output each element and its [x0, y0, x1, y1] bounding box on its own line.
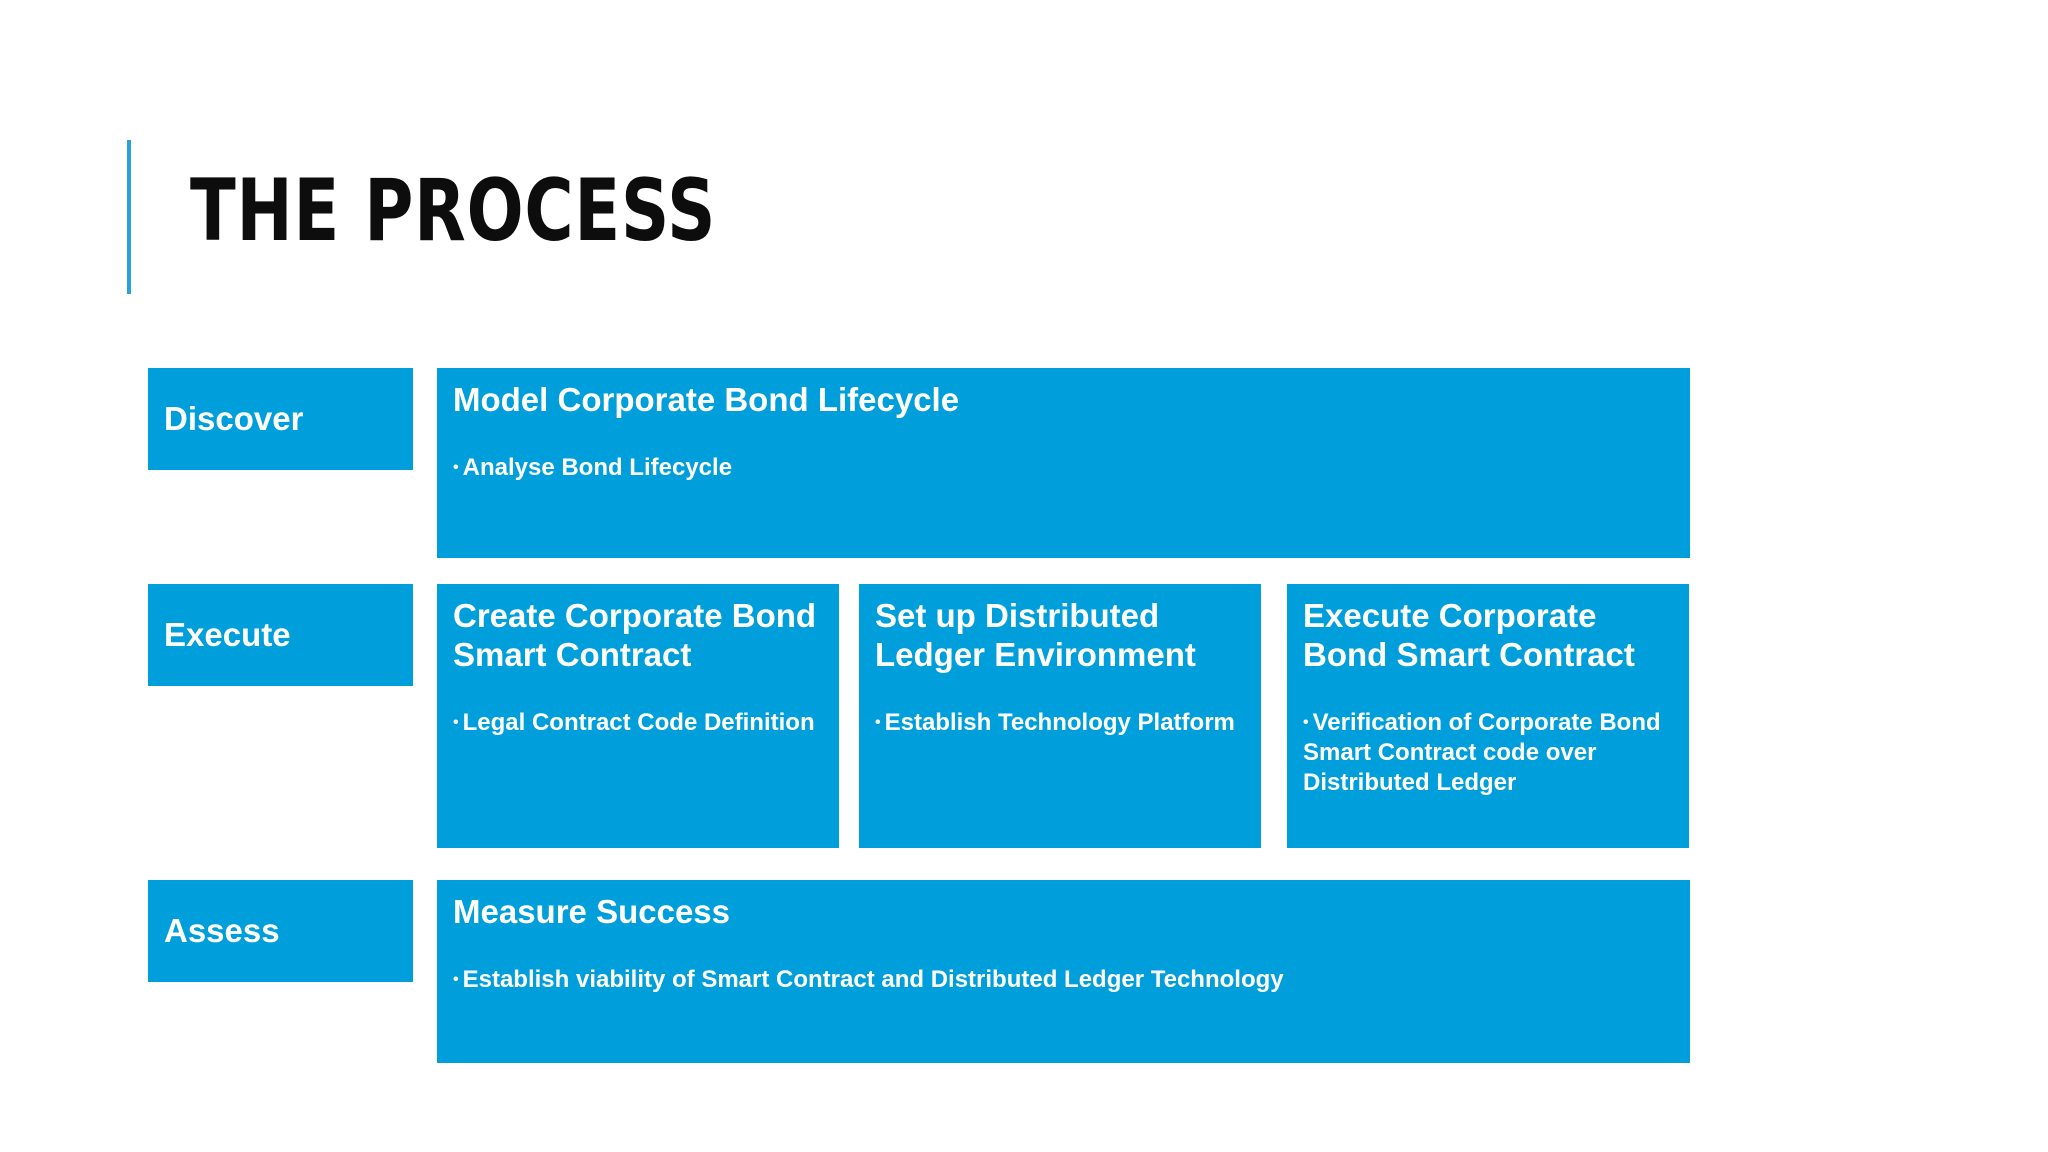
stage-label: Execute — [164, 616, 291, 653]
stage-label: Assess — [164, 912, 280, 949]
bullet-icon: • — [875, 714, 881, 731]
card-title: Set up Distributed Ledger Environment — [875, 597, 1196, 673]
card-bullet: •Establish Technology Platform — [875, 709, 1235, 736]
card-title: Model Corporate Bond Lifecycle — [453, 381, 960, 418]
card-bullet: •Verification of Corporate Bond Smart Co… — [1303, 709, 1661, 796]
title-accent-bar — [127, 140, 131, 294]
card-create-smart-contract: Create Corporate Bond Smart Contract •Le… — [437, 584, 839, 848]
bullet-icon: • — [453, 459, 459, 476]
card-title: Measure Success — [453, 893, 731, 930]
bullet-icon: • — [453, 714, 459, 731]
bullet-icon: • — [1303, 714, 1309, 731]
card-bullet: •Legal Contract Code Definition — [453, 709, 815, 736]
slide-title: THE PROCESS — [190, 161, 717, 261]
stage-assess: Assess — [148, 880, 413, 982]
stage-discover: Discover — [148, 368, 413, 470]
stage-label: Discover — [164, 400, 304, 437]
card-bullet: •Analyse Bond Lifecycle — [453, 454, 733, 481]
card-model-bond-lifecycle: Model Corporate Bond Lifecycle •Analyse … — [437, 368, 1690, 558]
card-title: Execute Corporate Bond Smart Contract — [1303, 597, 1635, 673]
card-execute-smart-contract: Execute Corporate Bond Smart Contract •V… — [1287, 584, 1689, 848]
stage-execute: Execute — [148, 584, 413, 686]
card-setup-ledger-environment: Set up Distributed Ledger Environment •E… — [859, 584, 1261, 848]
card-title: Create Corporate Bond Smart Contract — [453, 597, 817, 673]
card-bullet: •Establish viability of Smart Contract a… — [453, 966, 1284, 993]
card-measure-success: Measure Success •Establish viability of … — [437, 880, 1690, 1063]
bullet-icon: • — [453, 971, 459, 988]
